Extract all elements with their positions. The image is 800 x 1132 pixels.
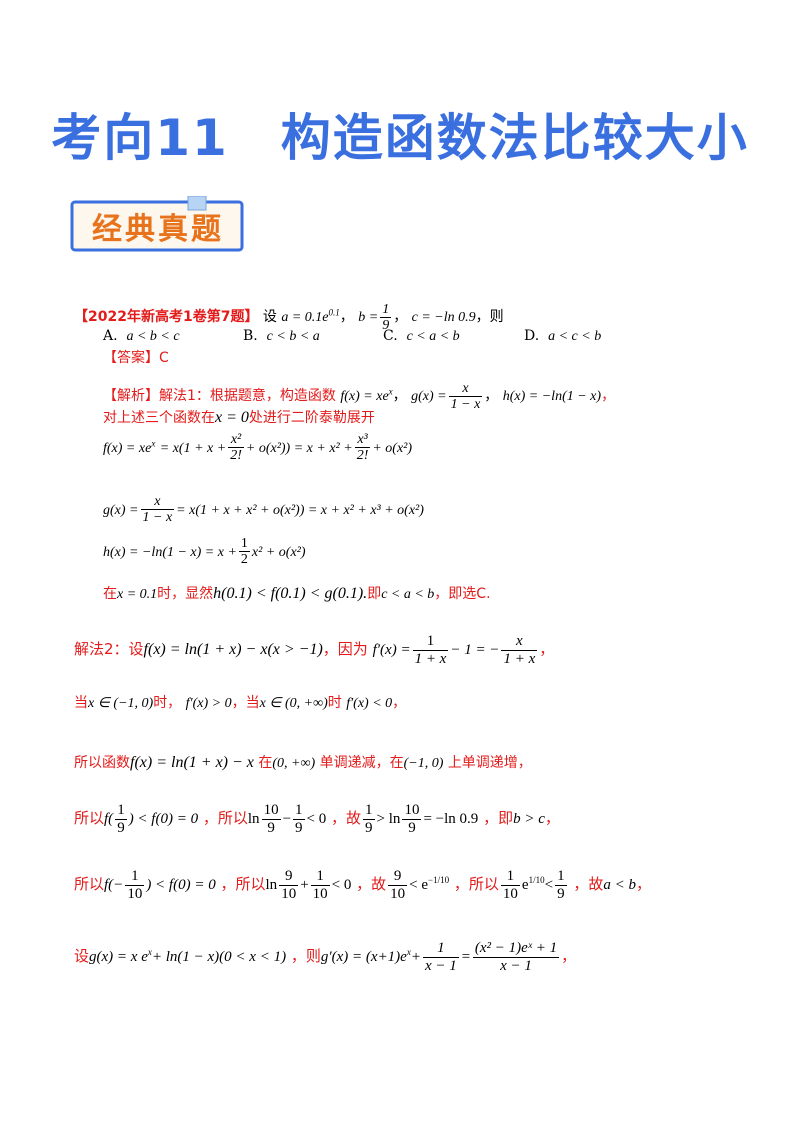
option-a: A. a < b < c [103, 328, 180, 344]
conclusion-1: 在x = 0.1时，显然h(0.1) < f(0.1) < g(0.1).即c … [103, 585, 491, 602]
method2-line-2: 当x ∈ (−1, 0)时， f′(x) > 0，当x ∈ (0, +∞)时 f… [74, 695, 407, 711]
analysis-line-2: 对上述三个函数在x = 0处进行二阶泰勒展开 [103, 409, 375, 426]
option-d: D. a < c < b [524, 328, 602, 344]
option-b: B. c < b < a [243, 328, 320, 344]
c-definition: c = −ln 0.9 [411, 310, 476, 326]
page-title: 考向11 构造函数法比较大小 [51, 109, 749, 167]
banner-frame-icon [70, 195, 244, 252]
a-definition: a = 0.1e0.1 [281, 307, 340, 326]
section-banner: 经典真题 [70, 195, 250, 252]
option-c: C. c < a < b [383, 328, 460, 344]
banner-label: 经典真题 [92, 212, 224, 247]
method2-line-1: 解法2：设f(x) = ln(1 + x) − x(x > −1)，因为 f′(… [74, 633, 555, 667]
question-tag: 【2022年新高考1卷第7题】 [74, 309, 259, 326]
answer-label: 【答案】C [103, 350, 169, 366]
method2-line-3: 所以函数f(x) = ln(1 + x) − x 在(0, +∞) 单调递减，在… [74, 754, 532, 771]
question-stem: 设 [262, 309, 277, 326]
method2-line-6: 设g(x) = x ex+ ln(1 − x)(0 < x < 1) ，则g′(… [74, 940, 577, 974]
